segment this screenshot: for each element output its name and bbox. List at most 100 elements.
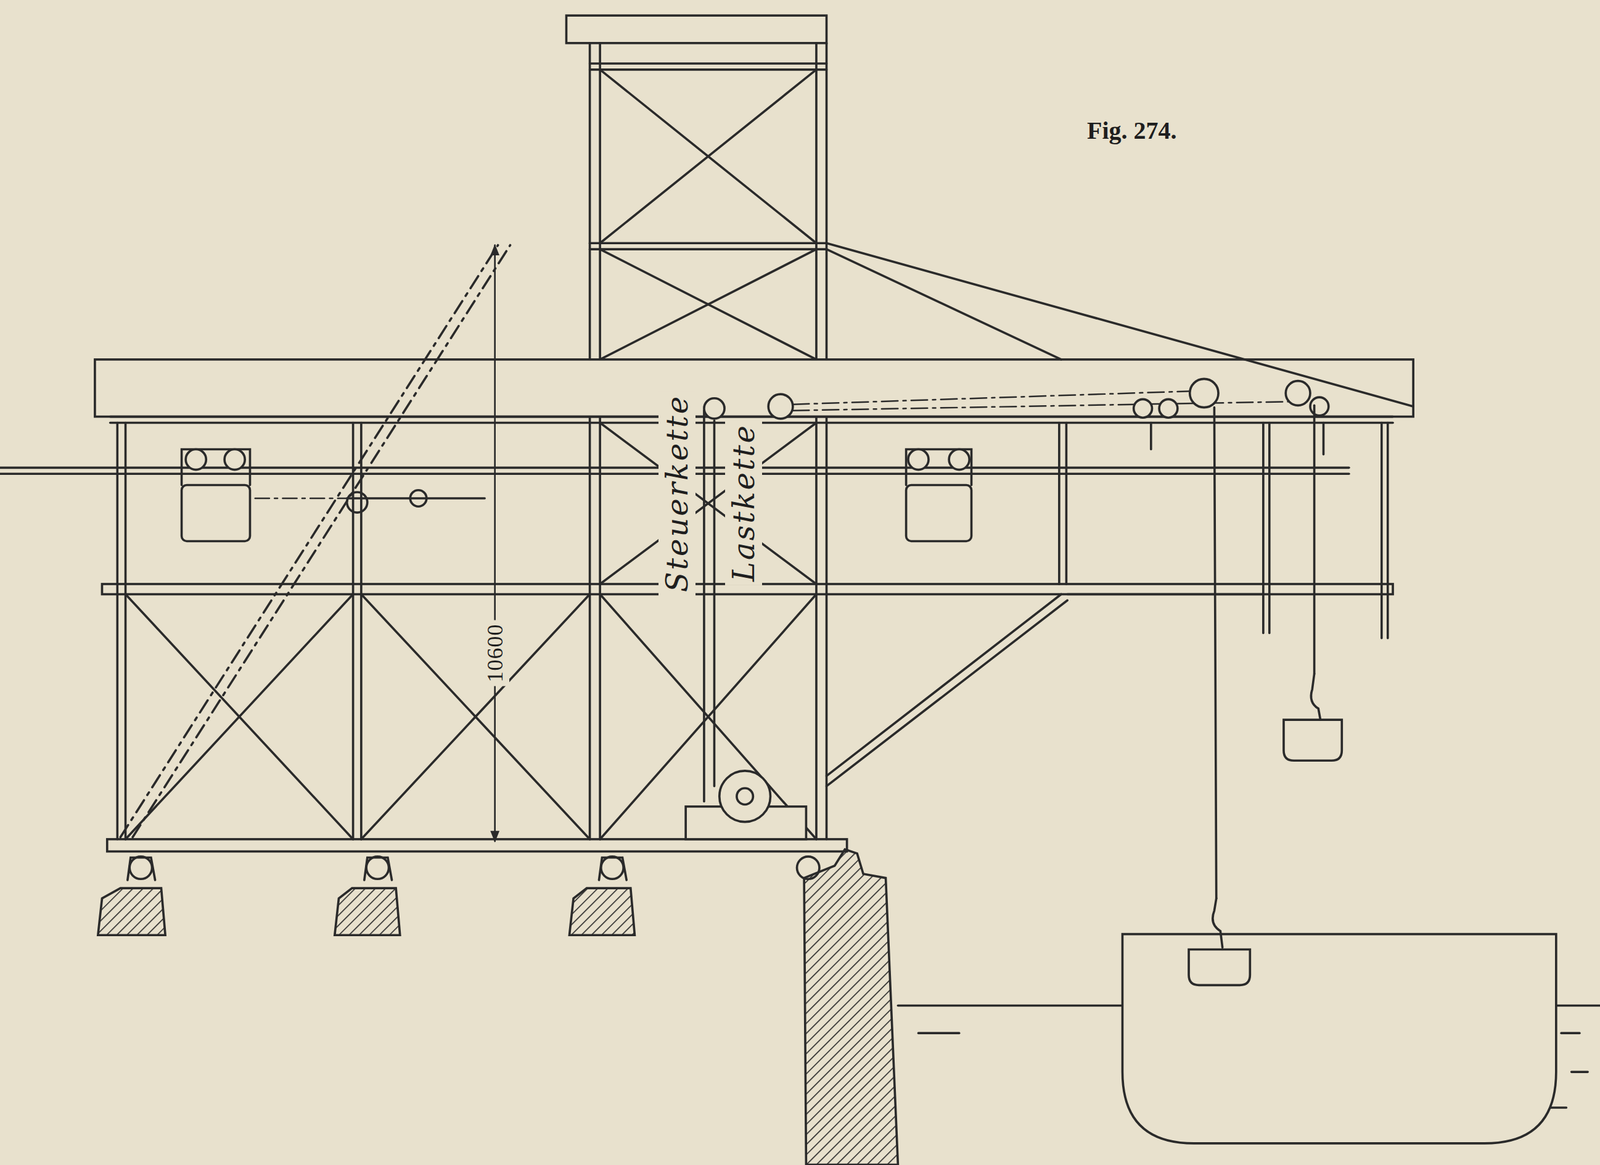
bucket [1313, 405, 1316, 674]
water-line [1571, 1070, 1588, 1073]
running-wheel [129, 856, 152, 879]
pulley [1133, 378, 1329, 454]
frame-legs [1386, 422, 1390, 638]
frame-legs [826, 594, 1062, 777]
chain [713, 420, 716, 786]
running-wheel [797, 856, 820, 879]
tower-frame [599, 69, 817, 243]
trolley [908, 449, 929, 470]
barge-hull [1122, 934, 1556, 1144]
frame-legs [1065, 422, 1068, 584]
platform [0, 359, 1414, 852]
frame-legs [361, 594, 591, 840]
frame-legs [826, 599, 1068, 786]
tower-frame [599, 422, 817, 584]
trolley [906, 484, 972, 541]
chain [792, 390, 1192, 405]
frame-legs [826, 242, 1414, 407]
chain-label: Lastkette [725, 419, 763, 586]
inclined-ladder [120, 245, 498, 838]
running-wheel [601, 856, 624, 879]
platform [107, 839, 848, 852]
tower-frame [815, 43, 818, 840]
frame-legs [360, 422, 363, 839]
bucket [1310, 673, 1321, 720]
platform [94, 359, 1414, 417]
chain [792, 401, 1306, 411]
trolley [224, 449, 245, 470]
tower-frame [599, 594, 817, 840]
tower-frame [566, 15, 827, 840]
foundation-block [569, 887, 635, 935]
frame-legs [124, 422, 128, 839]
bucket [1188, 405, 1342, 985]
foundation-block [98, 887, 636, 935]
quay-wall [804, 849, 898, 1165]
foundation-block [98, 887, 166, 935]
frame-legs [116, 422, 119, 839]
water-line [1561, 1031, 1580, 1034]
pulley [1285, 381, 1311, 406]
tower-frame [590, 241, 827, 245]
trolley [181, 484, 251, 541]
tower-frame [588, 43, 592, 840]
frame-legs [1268, 422, 1271, 633]
bucket [1188, 948, 1250, 985]
bucket [1212, 898, 1223, 948]
chain [768, 393, 793, 419]
frame-legs [125, 594, 354, 840]
platform [101, 583, 1393, 595]
tower-frame [599, 69, 817, 243]
bucket [1214, 407, 1216, 899]
tower-frame [599, 422, 817, 584]
chain [702, 410, 706, 802]
frame-legs [826, 249, 1062, 360]
trolley [185, 449, 206, 470]
trolley [181, 449, 972, 542]
winch [736, 787, 753, 805]
frame-legs [1380, 422, 1383, 638]
chain [704, 398, 725, 419]
frame-legs [1058, 422, 1061, 584]
trolley [906, 449, 972, 486]
tower-frame [590, 247, 827, 251]
frame-legs [1067, 593, 1264, 596]
running-wheel [129, 856, 820, 879]
foundation-block [334, 887, 401, 935]
tower-frame [590, 68, 827, 71]
crane-illustration [0, 15, 1600, 1165]
tower-frame [825, 43, 829, 840]
pulley [1133, 398, 1153, 418]
travel-gear [255, 497, 348, 499]
trolley [181, 449, 251, 486]
water-line [918, 1031, 959, 1034]
pulley [1149, 422, 1153, 449]
travel-gear [410, 490, 427, 507]
tower-frame [598, 43, 602, 840]
frame-legs [361, 594, 591, 840]
frame-legs [117, 242, 1414, 840]
chain-label: Steuerkette [658, 390, 696, 596]
tower-frame [599, 249, 817, 360]
trolley [948, 449, 970, 470]
inclined-ladder [120, 245, 510, 838]
frame-legs [1262, 422, 1265, 633]
bucket [1283, 719, 1342, 761]
tower-frame [566, 15, 827, 44]
platform [110, 415, 1393, 419]
frame-legs [125, 594, 354, 840]
tower-frame [599, 249, 817, 360]
running-wheel [366, 856, 389, 879]
tower-frame [599, 594, 817, 840]
dimension-line [493, 245, 496, 842]
pulley [1322, 422, 1326, 454]
pulley [1189, 378, 1219, 407]
pulley [1159, 398, 1178, 418]
travel-gear [255, 490, 485, 513]
inclined-ladder [132, 245, 510, 838]
winch [719, 770, 771, 822]
tower-frame [590, 62, 827, 65]
travel-gear [347, 492, 368, 513]
dimension-value: 10600 [480, 620, 510, 687]
